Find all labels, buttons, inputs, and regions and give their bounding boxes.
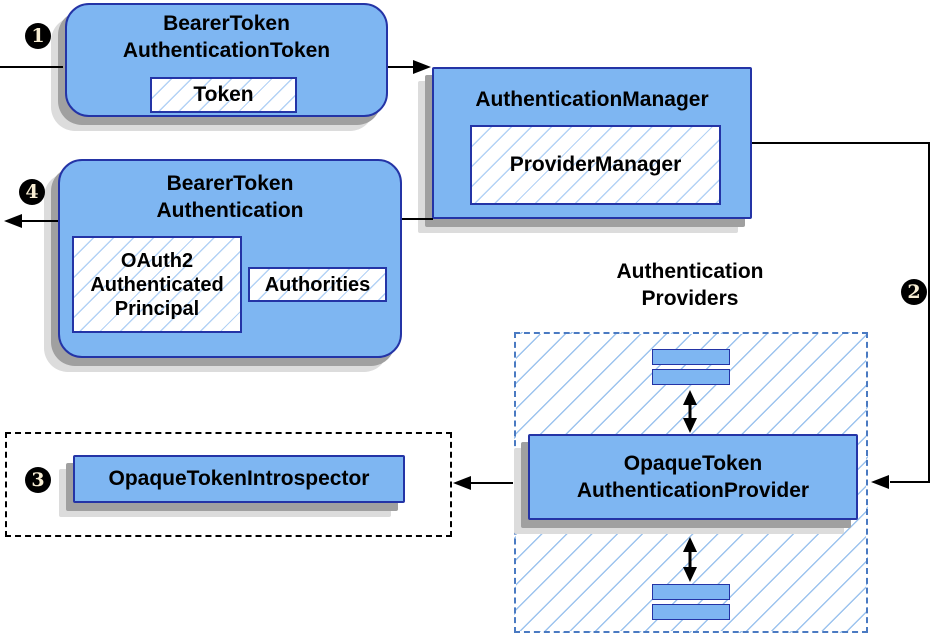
step-1-number: 1 — [31, 25, 45, 47]
step-2-badge: 2 — [901, 279, 927, 305]
step-3-badge: 3 — [25, 467, 51, 493]
provider-manager-label: ProviderManager — [509, 153, 682, 176]
token-label: Token — [193, 83, 254, 106]
token-box: Token — [150, 77, 297, 113]
oauth2-authenticated-principal-label: OAuth2 Authenticated Principal — [90, 249, 224, 320]
introspector-container: OpaqueTokenIntrospector — [5, 432, 452, 537]
other-provider-bar-bottom-2 — [652, 604, 730, 620]
authorities-label: Authorities — [264, 273, 371, 296]
step-3-number: 3 — [31, 469, 45, 491]
step-4-number: 4 — [25, 181, 39, 203]
step-4-badge: 4 — [19, 179, 45, 205]
step-1-badge: 1 — [25, 23, 51, 49]
bearer-token-authentication-token-title: BearerToken AuthenticationToken — [122, 12, 331, 62]
authentication-manager-title: AuthenticationManager — [475, 88, 709, 111]
authentication-manager-node: AuthenticationManager ProviderManager — [432, 67, 752, 219]
authentication-providers-container: OpaqueToken AuthenticationProvider — [514, 332, 868, 633]
opaque-token-introspector-label: OpaqueTokenIntrospector — [108, 467, 370, 490]
bearer-token-authentication-node: BearerToken Authentication OAuth2 Authen… — [58, 159, 402, 358]
opaque-token-authentication-provider-title: OpaqueToken AuthenticationProvider — [576, 452, 810, 502]
arrow-provider-to-introspector — [453, 476, 513, 490]
oauth2-authenticated-principal-box: OAuth2 Authenticated Principal — [72, 236, 242, 333]
authorities-box: Authorities — [248, 267, 387, 302]
bearer-token-authentication-title: BearerToken Authentication — [156, 172, 304, 222]
step-2-number: 2 — [907, 281, 921, 303]
other-provider-bar-bottom-1 — [652, 584, 730, 600]
opaque-token-authentication-provider-node: OpaqueToken AuthenticationProvider — [528, 434, 858, 520]
arrow-token-to-authentication-manager — [388, 60, 431, 74]
bearer-token-authentication-token-node: BearerToken AuthenticationToken Token — [65, 3, 388, 117]
provider-manager-box: ProviderManager — [470, 125, 721, 205]
opaque-token-introspector-node: OpaqueTokenIntrospector — [73, 455, 405, 503]
other-provider-bar-top-2 — [652, 369, 730, 385]
arrow-step4-authentication-out — [4, 214, 58, 228]
authentication-providers-heading: Authentication Providers — [616, 260, 764, 310]
other-provider-bar-top-1 — [652, 349, 730, 365]
